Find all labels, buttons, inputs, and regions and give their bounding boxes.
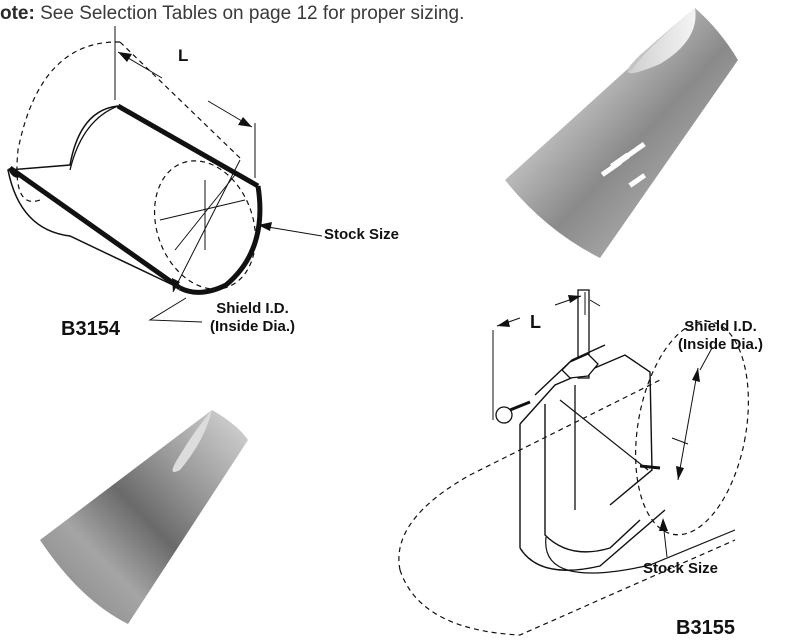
b3155-model-label: B3155 <box>676 617 735 639</box>
b3155-shield-id-line1: Shield I.D. <box>684 318 757 335</box>
b3155-stock-size-label: Stock Size <box>643 560 719 577</box>
note-prefix: ote: <box>0 3 35 24</box>
b3154-stock-size-label: Stock Size <box>324 226 400 243</box>
b3155-shield-id-label: Shield I.D. (Inside Dia.) <box>678 318 763 354</box>
b3155-shield-id-line2: (Inside Dia.) <box>678 336 764 353</box>
b3154-photo-bottom <box>40 410 248 624</box>
b3154-shield-id-label: Shield I.D. (Inside Dia.) <box>210 300 295 336</box>
b3155-dim-l-label: L <box>530 312 541 332</box>
b3154-drawing <box>7 26 323 323</box>
b3155-drawing <box>398 289 749 636</box>
sizing-note: ote: See Selection Tables on page 12 for… <box>0 3 464 25</box>
b3154-shield-id-line2: (Inside Dia.) <box>210 318 296 335</box>
b3154-model-label: B3154 <box>61 318 120 340</box>
b3154-shield-id-line1: Shield I.D. <box>216 300 289 317</box>
b3154-dim-l-label: L <box>178 46 189 65</box>
note-text: See Selection Tables on page 12 for prop… <box>34 3 465 24</box>
b3154-photo-top <box>505 8 738 258</box>
